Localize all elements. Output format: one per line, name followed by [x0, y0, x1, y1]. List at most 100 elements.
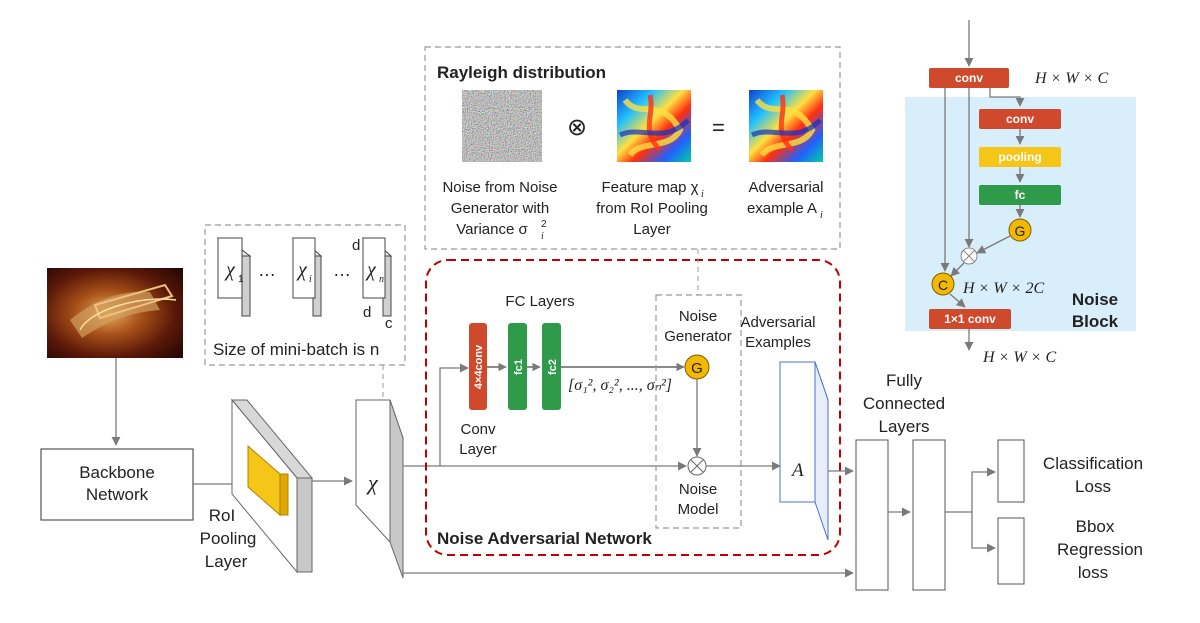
minibatch-caption: Size of mini-batch is n	[213, 340, 379, 359]
svg-text:n: n	[379, 274, 384, 285]
cls-loss-box	[997, 439, 1025, 503]
bbox-loss-label: Bbox Regression loss	[1057, 517, 1143, 582]
svg-text:example A: example A	[747, 200, 817, 217]
svg-text:loss: loss	[1078, 563, 1108, 582]
dim-mid: H × W × 2C	[962, 280, 1044, 297]
noise-model-label: Noise Model	[678, 481, 719, 518]
arrow-otimes-to-c	[950, 262, 965, 277]
conv-label: conv	[1006, 112, 1034, 126]
dim-out: H × W × C	[982, 349, 1056, 366]
svg-text:Conv: Conv	[460, 421, 496, 438]
svg-text:Noise: Noise	[679, 308, 717, 325]
feature-caption: Feature map χ i from RoI Pooling Layer	[596, 179, 708, 238]
svg-text:χ: χ	[365, 259, 377, 281]
svg-text:Classification: Classification	[1043, 454, 1143, 473]
noise-block-g-circle: G	[1008, 218, 1032, 242]
arrow-g-to-otimes	[976, 235, 1011, 254]
svg-text:χ: χ	[224, 259, 236, 281]
arrow-to-bbox	[971, 512, 996, 553]
roi-label: RoI Pooling Layer	[200, 506, 257, 571]
svg-text:Layer: Layer	[459, 441, 497, 458]
svg-text:Regression: Regression	[1057, 540, 1143, 559]
noise-model-otimes-icon	[687, 456, 707, 476]
noise-caption: Noise from Noise Generator with Variance…	[442, 179, 557, 242]
minibatch-d-top: d	[352, 237, 360, 254]
svg-text:Fully: Fully	[886, 371, 922, 390]
conv-1x1-block	[929, 309, 1011, 329]
minibatch-d-bottom: d	[363, 304, 371, 321]
pooling-label: pooling	[998, 150, 1041, 164]
svg-text:Layers: Layers	[878, 417, 929, 436]
backbone-label-line2: Network	[86, 485, 149, 504]
arrow-to-conv	[989, 88, 1025, 107]
chi-label: χ	[366, 470, 379, 495]
svg-text:Noise: Noise	[679, 481, 717, 498]
svg-text:Pooling: Pooling	[200, 529, 257, 548]
arrow-to-cls	[971, 467, 996, 512]
minibatch-dots-2: …	[333, 260, 351, 280]
svg-text:Noise from Noise: Noise from Noise	[442, 179, 557, 196]
arrow-chi-to-conv	[439, 363, 469, 466]
a-label: A	[790, 460, 804, 481]
svg-text:Loss: Loss	[1075, 477, 1111, 496]
svg-text:Examples: Examples	[745, 334, 811, 351]
rayleigh-panel	[424, 46, 841, 250]
noise-generator-label: Noise Generator	[664, 308, 732, 345]
fc-layer-2	[912, 439, 946, 591]
noise-block-title: Noise Block	[1072, 290, 1119, 331]
svg-text:Generator with: Generator with	[451, 200, 549, 217]
minibatch-slice-i: χ i	[291, 237, 323, 317]
minibatch-slice-1: χ 1	[216, 237, 252, 317]
svg-text:χ: χ	[296, 259, 308, 281]
noise-block-otimes-icon	[960, 247, 978, 265]
conv-top-label: conv	[955, 71, 983, 85]
bbox-loss-box	[997, 517, 1025, 585]
adversarial-caption: Adversarial example A i	[747, 179, 824, 221]
backbone-label-line1: Backbone	[79, 463, 155, 482]
svg-text:Bbox: Bbox	[1076, 517, 1115, 536]
adversarial-map-image	[749, 90, 823, 162]
adversarial-slab	[779, 361, 829, 541]
conv-4x4-label: 4×4conv	[473, 344, 485, 389]
fc-layers-label: FC Layers	[505, 293, 574, 310]
svg-text:Connected: Connected	[863, 394, 945, 413]
conv-top-block	[929, 68, 1009, 88]
dim-in: H × W × C	[1034, 70, 1108, 87]
minibatch-panel	[204, 224, 406, 366]
fc2-block	[542, 323, 561, 410]
svg-text:G: G	[691, 360, 703, 377]
svg-text:Model: Model	[678, 501, 719, 518]
minibatch-slice-n: χ n	[361, 237, 393, 317]
svg-text:i: i	[820, 210, 823, 221]
minibatch-dots-1: …	[258, 260, 276, 280]
svg-text:Noise: Noise	[1072, 290, 1118, 309]
conv-4x4-block	[469, 323, 487, 410]
fc1-block	[508, 323, 527, 410]
svg-text:from RoI Pooling: from RoI Pooling	[596, 200, 708, 217]
svg-text:2: 2	[541, 219, 547, 230]
fc-label: fc	[1015, 188, 1026, 202]
svg-text:Feature map χ: Feature map χ	[601, 179, 698, 196]
input-sonar-image	[47, 268, 183, 358]
svg-text:Block: Block	[1072, 312, 1119, 331]
svg-text:Layer: Layer	[633, 221, 671, 238]
sigma-vector: [σ₁², σ₂², ..., σₙ²]	[568, 377, 672, 394]
svg-text:i: i	[701, 189, 704, 200]
nan-panel	[425, 259, 841, 556]
generator-circle: G	[684, 354, 710, 380]
svg-text:1: 1	[238, 274, 244, 285]
otimes-symbol: ⊗	[567, 114, 587, 141]
svg-text:Adversarial: Adversarial	[740, 314, 815, 331]
fully-connected-label: Fully Connected Layers	[863, 371, 945, 436]
rayleigh-title: Rayleigh distribution	[437, 63, 606, 82]
concat-c-circle: C	[931, 272, 955, 296]
svg-text:i: i	[309, 274, 312, 285]
svg-text:G: G	[1015, 223, 1026, 239]
cls-loss-label: Classification Loss	[1043, 454, 1143, 496]
svg-text:Generator: Generator	[664, 328, 732, 345]
backbone-network-box	[40, 448, 194, 521]
fc2-label: fc2	[547, 359, 559, 375]
adversarial-label: Adversarial Examples	[740, 314, 815, 351]
roi-pooling-slab	[230, 398, 314, 574]
